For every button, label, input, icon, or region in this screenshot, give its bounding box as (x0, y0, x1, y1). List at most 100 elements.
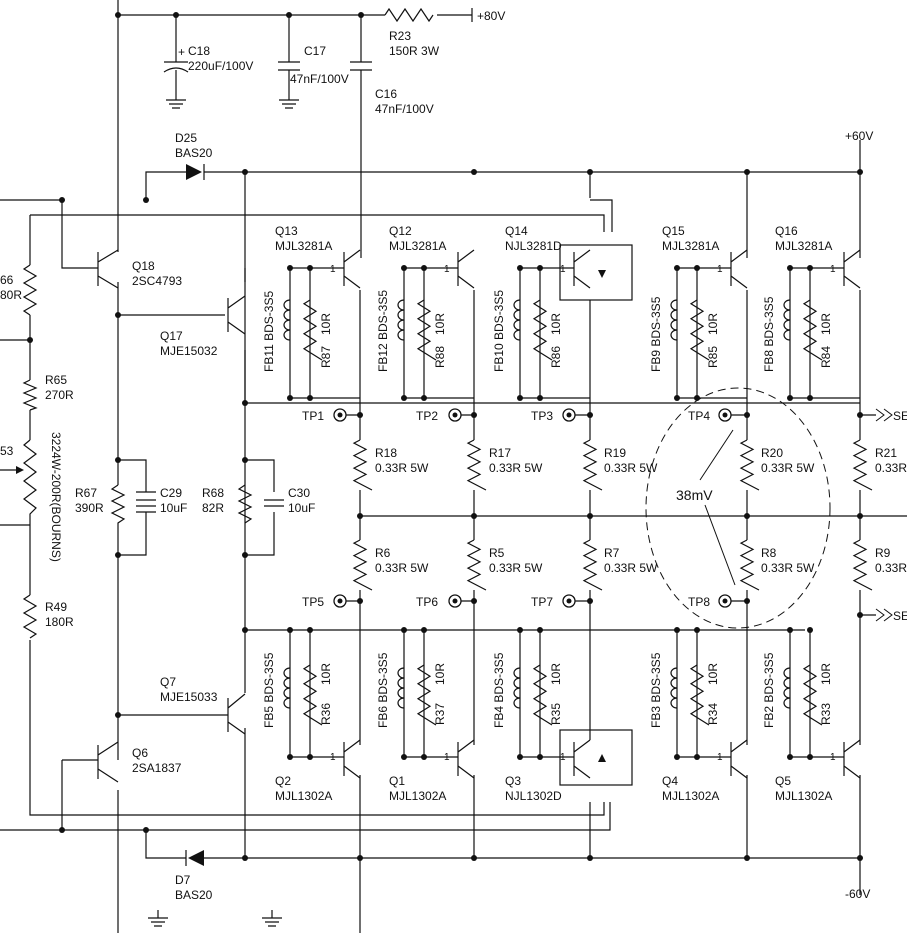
resistor-r23: R23 150R 3W (384, 7, 440, 58)
transistor-q7: Q7 MJE15033 (160, 675, 246, 735)
junction-dot (287, 395, 293, 401)
junction-dot (287, 265, 293, 271)
upper-damp-ref-1: R88 (433, 346, 447, 368)
q14-diode-symbol (598, 270, 606, 278)
junction-dot (787, 265, 793, 271)
emitter-bottom-resistor-2 (582, 539, 603, 591)
r65-ref: R65 (45, 373, 67, 387)
junction-dot (307, 265, 313, 271)
supply-pos60: +60V (845, 129, 873, 143)
upper-transistor-body (843, 249, 861, 289)
lower-q-part-0: MJL1302A (275, 789, 332, 803)
q6-ref: Q6 (132, 746, 148, 760)
pin-number: 1 (560, 264, 566, 275)
r66-ref: 66 (0, 273, 14, 287)
r7-ref: R7 (604, 546, 620, 560)
resistor-r65: R65 270R (22, 373, 74, 411)
r5-value: 0.33R 5W (489, 561, 543, 575)
upper-q-part-1: MJL3281A (389, 239, 446, 253)
upper-ferrite-coil-2 (513, 299, 521, 341)
lower-q-part-4: MJL1302A (775, 789, 832, 803)
q3-thermal-diode-box (559, 729, 633, 786)
r65-value: 270R (45, 388, 74, 402)
upper-damp-resistor-3 (689, 299, 710, 361)
q17-ref: Q17 (160, 329, 183, 343)
diode-d25: D25 BAS20 (175, 131, 213, 180)
pin-number: 1 (330, 752, 336, 763)
lower-damp-value-3: 10R (706, 663, 720, 685)
junction-dot (694, 627, 700, 633)
junction-dot (307, 754, 313, 760)
junction-dot (674, 265, 680, 271)
upper-transistor-body (573, 249, 591, 289)
r17-value: 0.33R 5W (489, 461, 543, 475)
junction-dot (674, 754, 680, 760)
junction-dot (537, 395, 543, 401)
junction-dot (674, 395, 680, 401)
lower-ferrite-label-2: FB4 BDS-3S5 (492, 652, 506, 728)
lower-network-wire (789, 630, 811, 757)
lower-damp-ref-3: R34 (706, 703, 720, 725)
upper-ferrite-coil-0 (283, 299, 291, 341)
junction-dot (287, 754, 293, 760)
pin-number: 1 (444, 264, 450, 275)
r6-value: 0.33R 5W (375, 561, 429, 575)
resistor-r68: R68 82R (202, 484, 253, 524)
c17-value: 47nF/100V (290, 72, 349, 86)
transistor-q17: Q17 MJE15032 (160, 295, 246, 358)
lower-ferrite-label-0: FB5 BDS-3S5 (262, 652, 276, 728)
r23-value: 150R 3W (389, 44, 440, 58)
test-point-center (566, 412, 572, 418)
tp3-label: TP3 (531, 409, 553, 423)
lower-damp-value-1: 10R (433, 663, 447, 685)
junction-dot (787, 754, 793, 760)
lower-q-part-2: NJL1302D (505, 789, 562, 803)
junction-dot (517, 265, 523, 271)
upper-q-ref-1: Q12 (389, 224, 412, 238)
junction-dot (421, 754, 427, 760)
c18-polarity: + (178, 45, 185, 59)
upper-q-ref-4: Q16 (775, 224, 798, 238)
emitter-top-resistor-3 (739, 439, 760, 491)
lower-damp-ref-1: R37 (433, 703, 447, 725)
upper-network-wire (676, 268, 747, 399)
cap-c16: C16 47nF/100V (350, 61, 434, 116)
measurement-annotation: 38mV (645, 387, 831, 629)
d7-ref: D7 (175, 873, 191, 887)
r21-value: 0.33R (875, 461, 907, 475)
lower-damp-ref-0: R36 (319, 703, 333, 725)
junction-dot (517, 754, 523, 760)
junction-dot (807, 395, 813, 401)
r20-value: 0.33R 5W (761, 461, 815, 475)
pot-ref: 53 (0, 444, 14, 458)
junction-dot (807, 627, 813, 633)
test-point-center (722, 412, 728, 418)
lower-damp-resistor-0 (302, 664, 323, 726)
upper-ferrite-label-2: FB10 BDS-3S5 (492, 290, 506, 372)
upper-damp-resistor-4 (802, 299, 823, 361)
resistor-r67: R67 390R (75, 460, 126, 555)
junction-dot (421, 627, 427, 633)
upper-transistor-body (343, 249, 361, 289)
lower-ferrite-coil-0 (283, 667, 291, 709)
lower-q-ref-4: Q5 (775, 774, 791, 788)
emitter-bottom-resistor-4 (852, 539, 873, 591)
d7-part: BAS20 (175, 888, 213, 902)
pin-number: 1 (330, 264, 336, 275)
emitter-top-resistor-1 (466, 439, 487, 491)
trimmer-pot: 53 3224W-200R(BOURNS) (0, 432, 63, 562)
junction-dot (307, 627, 313, 633)
lower-network-wire (676, 630, 698, 757)
junction-dots (27, 12, 863, 861)
r68-value: 82R (202, 501, 224, 515)
upper-damp-value-2: 10R (549, 313, 563, 335)
pin-number: 1 (560, 752, 566, 763)
r23-ref: R23 (389, 29, 411, 43)
offpage-se-2: SE (893, 609, 907, 623)
q17-part: MJE15032 (160, 344, 218, 358)
r66-value: 80R (0, 288, 22, 302)
test-point-center (452, 598, 458, 604)
upper-damp-ref-3: R85 (706, 346, 720, 368)
junction-dot (537, 754, 543, 760)
